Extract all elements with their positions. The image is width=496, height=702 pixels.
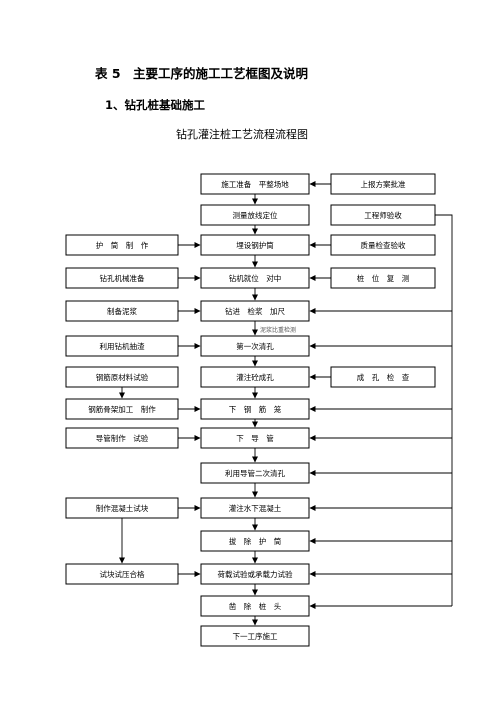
svg-text:护 筒 制 作: 护 筒 制 作 <box>96 240 149 250</box>
svg-text:桩 位 复 测: 桩 位 复 测 <box>357 273 410 283</box>
right-pile-position-recheck: 桩 位 复 测 <box>330 267 436 289</box>
svg-text:第一次清孔: 第一次清孔 <box>236 341 274 351</box>
flowchart-title: 钻孔灌注桩工艺流程流程图 <box>176 128 308 141</box>
svg-text:试块试压合格: 试块试压合格 <box>100 569 145 579</box>
engineer-acceptance-bus <box>309 214 453 609</box>
svg-text:制作混凝土试块: 制作混凝土试块 <box>96 503 149 513</box>
svg-text:下 钢 筋 笼: 下 钢 筋 笼 <box>229 404 282 414</box>
left-prepare-slurry: 制备泥浆 <box>65 300 179 322</box>
svg-text:钻机就位 对中: 钻机就位 对中 <box>229 273 282 283</box>
svg-text:灌注砼成孔: 灌注砼成孔 <box>236 372 274 382</box>
right-hole-inspection: 成 孔 检 查 <box>330 366 436 388</box>
svg-text:测量放线定位: 测量放线定位 <box>233 210 278 220</box>
step-pour-concrete: 灌注水下混凝土 <box>200 497 310 519</box>
left-conduit-test: 导管制作 试验 <box>65 427 179 449</box>
left-specimen-pass: 试块试压合格 <box>65 563 179 585</box>
svg-text:钢筋原材料试验: 钢筋原材料试验 <box>96 372 149 382</box>
left-input-arrows <box>119 242 201 577</box>
svg-text:成 孔 检 查: 成 孔 检 查 <box>357 372 410 382</box>
step-prepare-site: 施工准备 平整场地 <box>200 173 310 195</box>
svg-text:制备泥浆: 制备泥浆 <box>107 306 137 316</box>
svg-text:利用钻机抽渣: 利用钻机抽渣 <box>100 341 145 351</box>
left-casing-fabrication: 护 筒 制 作 <box>65 234 179 256</box>
svg-text:利用导管二次清孔: 利用导管二次清孔 <box>225 468 285 478</box>
svg-text:荷载试验或承载力试验: 荷载试验或承载力试验 <box>218 569 293 579</box>
svg-text:凿 除 桩 头: 凿 除 桩 头 <box>229 601 282 611</box>
step-first-cleaning: 第一次清孔 <box>200 335 310 357</box>
step-second-cleaning: 利用导管二次清孔 <box>200 462 310 484</box>
svg-text:下 导 管: 下 导 管 <box>236 433 274 443</box>
right-engineer-acceptance: 工程师验收 <box>330 204 436 226</box>
step-rig-position: 钻机就位 对中 <box>200 267 310 289</box>
step-load-test: 荷载试验或承载力试验 <box>200 563 310 585</box>
table-title: 表 5 主要工序的施工工艺框图及说明 <box>95 66 309 81</box>
svg-text:钢筋骨架加工 制作: 钢筋骨架加工 制作 <box>88 404 156 414</box>
right-plan-approval: 上报方案批准 <box>330 173 436 195</box>
right-quality-inspection: 质量检查验收 <box>330 234 436 256</box>
section-title: 1、钻孔桩基础施工 <box>105 98 206 112</box>
left-rig-desilting: 利用钻机抽渣 <box>65 335 179 357</box>
svg-text:导管制作 试验: 导管制作 试验 <box>96 433 149 443</box>
step-drilling: 钻进 检浆 加尺 <box>200 300 310 322</box>
step-survey-layout: 测量放线定位 <box>200 204 310 226</box>
svg-text:灌注水下混凝土: 灌注水下混凝土 <box>229 503 282 513</box>
right-input-arrows <box>309 181 331 380</box>
step-lower-cage: 下 钢 筋 笼 <box>200 398 310 420</box>
step-next-process: 下一工序施工 <box>200 625 310 647</box>
svg-text:钻孔机械准备: 钻孔机械准备 <box>100 273 145 283</box>
step-remove-casing: 拔 除 护 筒 <box>200 530 310 552</box>
left-rig-preparation: 钻孔机械准备 <box>65 267 179 289</box>
svg-text:工程师验收: 工程师验收 <box>364 210 402 220</box>
note-slurry-check: 泥浆比重检测 <box>260 326 296 334</box>
svg-text:质量检查验收: 质量检查验收 <box>361 240 406 250</box>
step-hole-forming: 灌注砼成孔 <box>200 366 310 388</box>
left-concrete-specimens: 制作混凝土试块 <box>65 497 179 519</box>
svg-text:下一工序施工: 下一工序施工 <box>233 631 278 641</box>
left-rebar-material-test: 钢筋原材料试验 <box>65 366 179 388</box>
svg-text:施工准备 平整场地: 施工准备 平整场地 <box>221 179 289 189</box>
svg-text:钻进 检浆 加尺: 钻进 检浆 加尺 <box>225 306 285 316</box>
left-cage-fabrication: 钢筋骨架加工 制作 <box>65 398 179 420</box>
svg-text:拔 除 护 筒: 拔 除 护 筒 <box>229 536 282 546</box>
svg-text:上报方案批准: 上报方案批准 <box>361 179 406 189</box>
step-embed-casing: 埋设钢护筒 <box>200 234 310 256</box>
svg-text:埋设钢护筒: 埋设钢护筒 <box>236 240 274 250</box>
step-cut-pile-head: 凿 除 桩 头 <box>200 595 310 617</box>
step-lower-conduit: 下 导 管 <box>200 427 310 449</box>
